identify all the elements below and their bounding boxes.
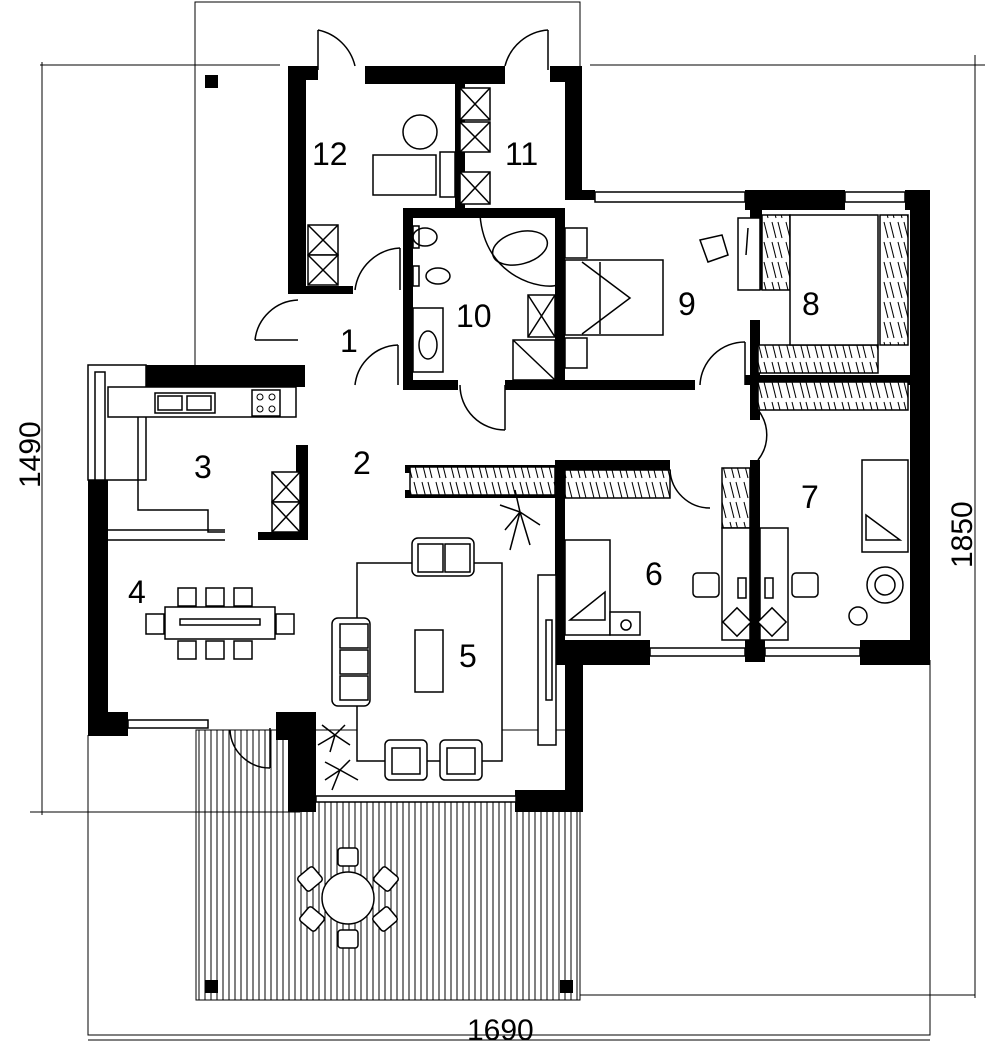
living-furniture <box>331 537 557 781</box>
room-label-11: 11 <box>505 136 538 172</box>
room-label-7: 7 <box>801 479 819 515</box>
kitchen-furniture <box>107 386 297 541</box>
dimension-height-left: 1490 <box>14 421 47 488</box>
post-sw <box>205 980 218 993</box>
room-label-4: 4 <box>128 574 146 610</box>
room-12-fixtures <box>372 114 438 196</box>
terrace-deck-west <box>196 730 286 810</box>
wardrobes <box>409 214 909 529</box>
dining-furniture <box>145 587 295 660</box>
room-label-1: 1 <box>340 323 358 359</box>
room-label-6: 6 <box>645 556 663 592</box>
room-6-furniture <box>564 539 641 636</box>
room-labels: 12 11 10 9 8 1 2 3 7 6 4 5 <box>128 136 820 674</box>
room-7-furniture <box>848 459 909 626</box>
walls <box>88 66 930 812</box>
post-se <box>560 980 573 993</box>
bedroom-9-furniture <box>564 217 761 369</box>
room-label-3: 3 <box>194 449 212 485</box>
service-units <box>271 87 556 533</box>
plants <box>317 489 541 791</box>
room-label-12: 12 <box>312 136 348 172</box>
dimension-lines <box>30 55 985 1041</box>
post-nw <box>205 75 218 88</box>
room-label-5: 5 <box>459 638 477 674</box>
desks <box>692 527 819 641</box>
room-label-9: 9 <box>678 286 696 322</box>
room-label-2: 2 <box>353 445 371 481</box>
terrace-table <box>297 847 399 949</box>
bathroom-fixtures <box>412 214 558 381</box>
bedroom-8-furniture <box>789 214 879 346</box>
terrace-deck <box>196 800 580 1000</box>
room-label-10: 10 <box>456 298 492 334</box>
dimension-width: 1690 <box>467 1014 534 1047</box>
dimension-height-right: 1850 <box>946 501 979 568</box>
doors <box>229 29 768 769</box>
windows <box>87 191 906 803</box>
room-label-8: 8 <box>802 286 820 322</box>
